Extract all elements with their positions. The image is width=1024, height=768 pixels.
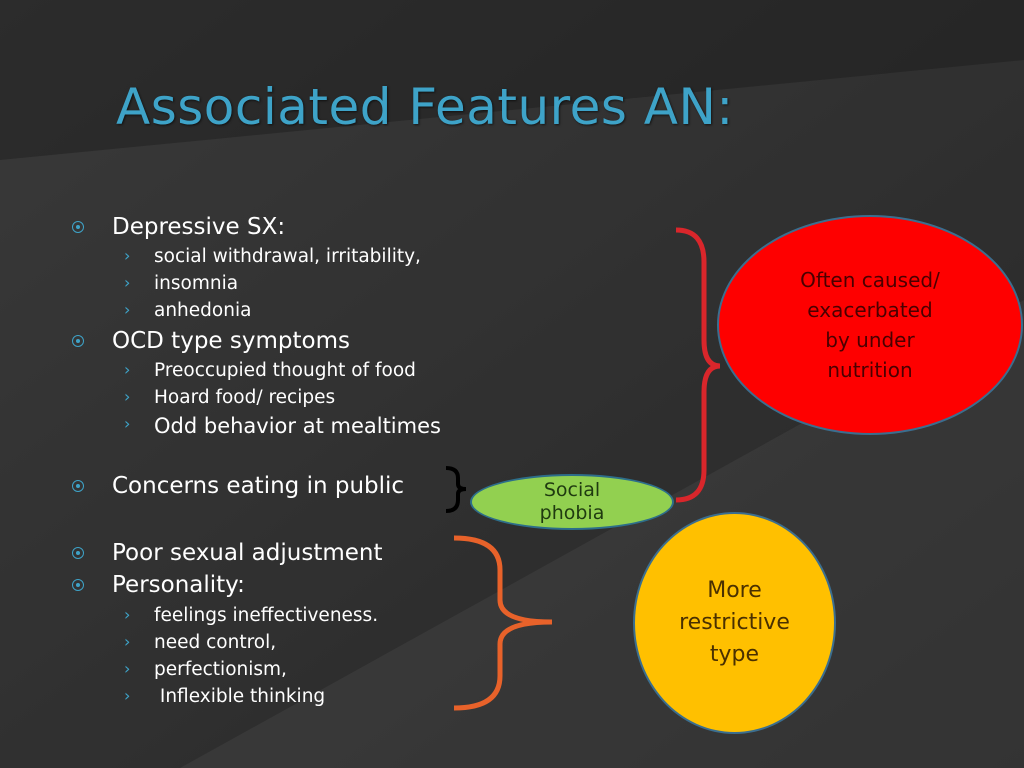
chevron-right-icon: › [124, 360, 131, 379]
callout-social-phobia: Social phobia [470, 474, 674, 530]
chevron-right-icon: › [124, 632, 131, 651]
black-bracket [445, 466, 467, 513]
chevron-right-icon: › [124, 414, 131, 433]
chevron-right-icon: › [124, 686, 131, 705]
callout-under-nutrition: Often caused/ exacerbated by under nutri… [717, 215, 1023, 435]
chevron-right-icon: › [124, 387, 131, 406]
orange-bracket [453, 535, 553, 711]
red-bracket [675, 227, 721, 503]
chevron-right-icon: › [124, 273, 131, 292]
chevron-right-icon: › [124, 605, 131, 624]
bullet-marker-icon [72, 335, 84, 347]
chevron-right-icon: › [124, 300, 131, 319]
chevron-right-icon: › [124, 246, 131, 265]
bullet-marker-icon [72, 547, 84, 559]
bullet-marker-icon [72, 579, 84, 591]
bullet-marker-icon [72, 480, 84, 492]
bullet-marker-icon [72, 221, 84, 233]
callout-restrictive-type: More restrictive type [633, 512, 836, 734]
slide-title: Associated Features AN: [116, 78, 734, 136]
chevron-right-icon: › [124, 659, 131, 678]
